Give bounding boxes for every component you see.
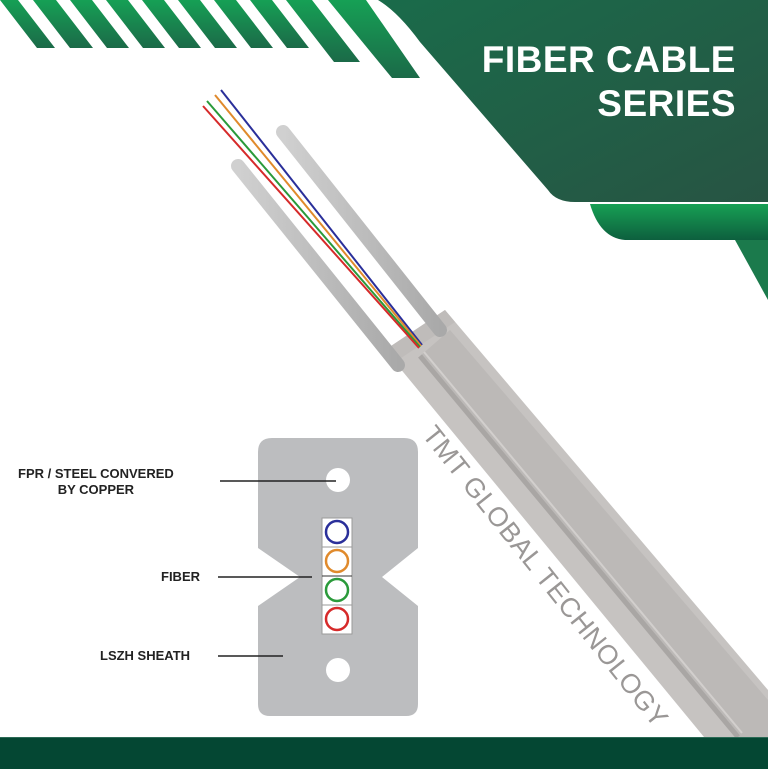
page-title: FIBER CABLE SERIES [482, 38, 736, 126]
strength-rods [231, 125, 447, 372]
header-panel [378, 0, 768, 202]
footer-bar [0, 737, 768, 769]
accent-band [590, 204, 768, 240]
decorative-stripes [0, 0, 420, 78]
fiber-strands [202, 89, 423, 349]
label-strength-member: FPR / STEEL CONVERED BY COPPER [18, 466, 174, 498]
title-line-1: FIBER CABLE [481, 39, 736, 80]
label-strength-line-2: BY COPPER [57, 482, 135, 497]
label-strength-line-1: FPR / STEEL CONVERED [18, 466, 174, 481]
cable-body [385, 310, 768, 739]
label-sheath: LSZH SHEATH [100, 648, 191, 663]
label-fiber: FIBER [161, 569, 200, 584]
cross-section-diagram [218, 438, 418, 716]
accent-wedge [735, 240, 768, 300]
title-line-2: SERIES [597, 83, 736, 124]
